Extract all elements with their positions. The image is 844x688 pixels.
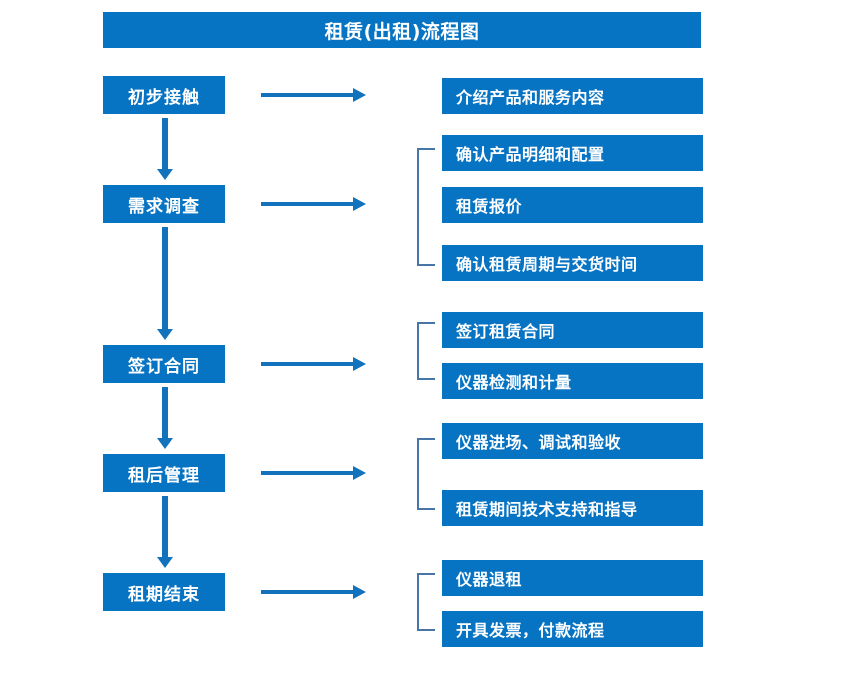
down-arrow-icon-stage2-stage3 xyxy=(157,227,173,340)
group-bracket-post-rental-management xyxy=(417,438,435,510)
detail-node-label: 仪器退租 xyxy=(456,570,523,589)
right-arrow-icon-stage1 xyxy=(261,88,366,102)
down-arrow-icon-stage1-stage2 xyxy=(157,118,173,180)
group-bracket-requirement-survey xyxy=(417,148,435,266)
detail-node-label: 签订租赁合同 xyxy=(456,322,556,341)
detail-node-label: 确认产品明细和配置 xyxy=(456,145,605,164)
stage-node-initial-contact[interactable]: 初步接触 xyxy=(103,76,225,114)
arrow-head xyxy=(353,585,366,599)
stage-node-sign-contract[interactable]: 签订合同 xyxy=(103,345,225,383)
stage-node-requirement-survey[interactable]: 需求调查 xyxy=(103,185,225,223)
detail-node-label: 开具发票，付款流程 xyxy=(456,621,605,640)
stage-node-label: 租期结束 xyxy=(128,584,200,605)
arrow-shaft xyxy=(261,362,353,366)
arrow-head xyxy=(353,197,366,211)
detail-node-confirm-rental-period[interactable]: 确认租赁周期与交货时间 xyxy=(442,245,703,281)
group-bracket-sign-contract xyxy=(417,322,435,380)
flowchart-title: 租赁(出租)流程图 xyxy=(103,12,701,48)
detail-node-instrument-return[interactable]: 仪器退租 xyxy=(442,560,703,596)
detail-node-sign-rental-contract[interactable]: 签订租赁合同 xyxy=(442,312,703,348)
detail-node-label: 仪器进场、调试和验收 xyxy=(456,433,622,452)
detail-node-instrument-inspection[interactable]: 仪器检测和计量 xyxy=(442,363,703,399)
stage-node-post-rental-management[interactable]: 租后管理 xyxy=(103,454,225,492)
detail-node-label: 租赁期间技术支持和指导 xyxy=(456,500,638,519)
detail-node-instrument-delivery-commissioning[interactable]: 仪器进场、调试和验收 xyxy=(442,423,703,459)
detail-node-label: 租赁报价 xyxy=(456,197,523,216)
arrow-shaft xyxy=(162,118,168,169)
detail-node-confirm-product-specs[interactable]: 确认产品明细和配置 xyxy=(442,135,703,171)
detail-node-introduce-products[interactable]: 介绍产品和服务内容 xyxy=(442,78,703,114)
stage-node-rental-end[interactable]: 租期结束 xyxy=(103,573,225,611)
arrow-shaft xyxy=(261,93,353,97)
arrow-shaft xyxy=(261,471,353,475)
right-arrow-icon-stage4 xyxy=(261,466,366,480)
down-arrow-icon-stage4-stage5 xyxy=(157,496,173,568)
arrow-head xyxy=(157,557,173,568)
arrow-head xyxy=(353,466,366,480)
arrow-head xyxy=(157,169,173,180)
arrow-head xyxy=(157,329,173,340)
detail-node-label: 确认租赁周期与交货时间 xyxy=(456,255,638,274)
right-arrow-icon-stage2 xyxy=(261,197,366,211)
detail-node-rental-quotation[interactable]: 租赁报价 xyxy=(442,187,703,223)
detail-node-technical-support[interactable]: 租赁期间技术支持和指导 xyxy=(442,490,703,526)
down-arrow-icon-stage3-stage4 xyxy=(157,387,173,449)
right-arrow-icon-stage5 xyxy=(261,585,366,599)
detail-node-invoice-payment[interactable]: 开具发票，付款流程 xyxy=(442,611,703,647)
arrow-head xyxy=(157,438,173,449)
arrow-shaft xyxy=(162,227,168,329)
stage-node-label: 需求调查 xyxy=(128,196,200,217)
stage-node-label: 初步接触 xyxy=(128,87,200,108)
arrow-shaft xyxy=(162,496,168,557)
detail-node-label: 介绍产品和服务内容 xyxy=(456,88,605,107)
arrow-shaft xyxy=(261,590,353,594)
arrow-head xyxy=(353,357,366,371)
arrow-shaft xyxy=(162,387,168,438)
arrow-shaft xyxy=(261,202,353,206)
right-arrow-icon-stage3 xyxy=(261,357,366,371)
group-bracket-rental-end xyxy=(417,573,435,631)
stage-node-label: 签订合同 xyxy=(128,356,200,377)
detail-node-label: 仪器检测和计量 xyxy=(456,373,572,392)
stage-node-label: 租后管理 xyxy=(128,465,200,486)
arrow-head xyxy=(353,88,366,102)
